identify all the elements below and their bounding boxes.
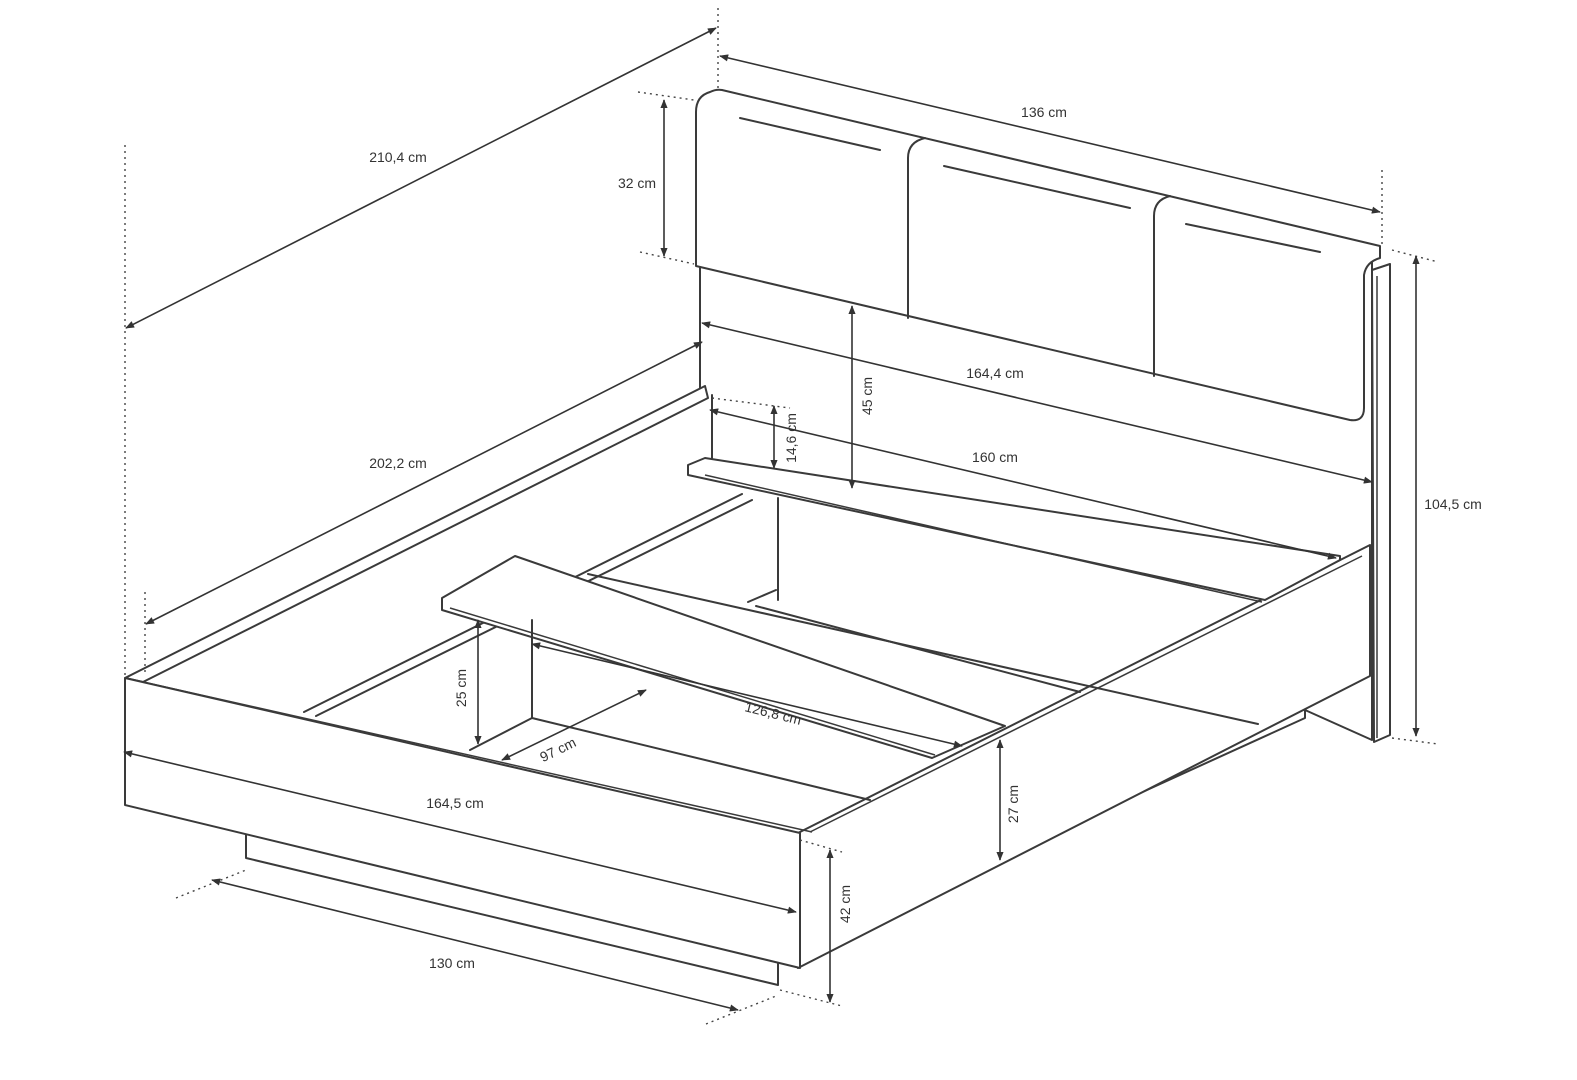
label-headboard-height: 45 cm xyxy=(859,377,875,415)
headboard-side-post xyxy=(1371,263,1391,743)
label-cushion-height: 32 cm xyxy=(618,175,656,191)
label-overall-length: 210,4 cm xyxy=(369,149,427,165)
label-base-width: 130 cm xyxy=(429,955,475,971)
label-storage-length: 97 cm xyxy=(537,734,578,765)
dim-headboard-width xyxy=(719,54,1381,214)
label-frame-length: 202,2 cm xyxy=(369,455,427,471)
label-storage-depth: 25 cm xyxy=(453,669,469,707)
label-frame-height: 27 cm xyxy=(1005,785,1021,823)
dim-storage-width xyxy=(531,642,963,748)
label-total-base-height: 42 cm xyxy=(837,885,853,923)
bed-frame xyxy=(124,385,1371,986)
label-frame-width: 164,5 cm xyxy=(426,795,484,811)
dim-frame-length xyxy=(145,341,703,625)
label-headboard-width: 136 cm xyxy=(1021,104,1067,120)
head-shelf xyxy=(687,457,1341,601)
dimension-arrows xyxy=(123,27,1420,1012)
label-shelf-height: 14,6 cm xyxy=(783,413,799,463)
label-shelf-width: 160 cm xyxy=(972,449,1018,465)
dim-overall-length xyxy=(125,27,717,329)
storage-lid xyxy=(441,555,1006,759)
dim-storage-length xyxy=(501,689,647,761)
foot-board xyxy=(124,677,801,969)
label-inner-width: 164,4 cm xyxy=(966,365,1024,381)
headboard-cushion xyxy=(695,88,1381,422)
label-overall-height: 104,5 cm xyxy=(1424,496,1482,512)
dim-base-width xyxy=(211,878,739,1012)
dim-shelf-width xyxy=(709,408,1337,560)
